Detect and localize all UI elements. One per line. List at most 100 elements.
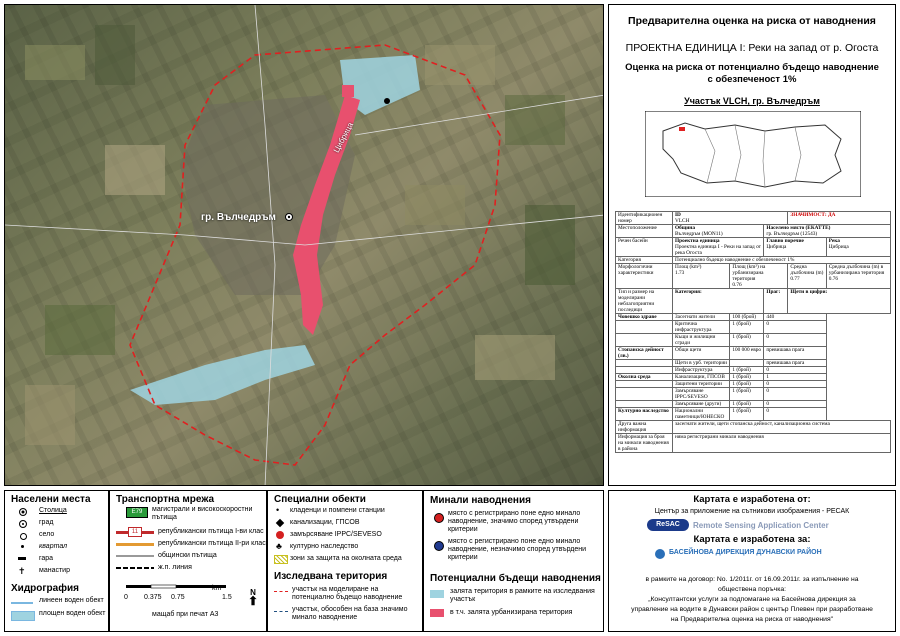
impact-prag <box>729 359 765 367</box>
legend-item: кладенци и помпени станции <box>290 507 385 514</box>
credit-line6: на Предварителна оценка на риска от наво… <box>670 616 834 623</box>
impact-cat: Културно наследство <box>615 407 673 421</box>
past-boundary-swatch <box>274 611 288 612</box>
flood-patch <box>342 85 354 97</box>
legend-item: културно наследство <box>290 543 359 550</box>
locator-marker <box>679 127 685 131</box>
morph-h1: Площ (km²) <box>675 264 702 270</box>
sewage-marker-icon <box>384 98 390 104</box>
special-title: Специални обекти <box>274 494 366 505</box>
category-header: Категория: <box>675 289 702 295</box>
legend-item: общински пътища <box>158 552 217 559</box>
row-label: Морфологични характеристики <box>615 263 673 289</box>
legend-item: място с регистрирано поне едно минало на… <box>448 538 587 561</box>
id-value: VLCH <box>675 218 690 224</box>
impact-val: 0 <box>763 407 827 421</box>
pe-value: Проектна единица I - Реки на запад от ре… <box>675 244 761 256</box>
legend-item: манастир <box>39 567 70 574</box>
threshold-header: Праг: <box>766 289 781 295</box>
impact-cat <box>615 380 673 388</box>
credit-panel: Картата е изработена от: Център за прило… <box>608 490 896 632</box>
scale-tick: 0.375 <box>144 594 162 601</box>
impact-cat <box>615 387 673 401</box>
impact-val: 440 <box>763 313 827 321</box>
impact-row: Замърсяване (други)1 (брой)0 <box>615 400 891 408</box>
impact-val: 0 <box>763 387 827 401</box>
legend-item: залята територия в рамките на изследвани… <box>450 588 595 603</box>
past-insignificant-icon <box>434 541 444 551</box>
legend-item: село <box>39 531 55 538</box>
monastery-icon: ✝ <box>18 566 26 576</box>
legend-title: Населени места <box>11 494 91 505</box>
legend-floods: Минали наводнения място с регистрирано п… <box>423 490 604 632</box>
impact-cat <box>615 333 673 347</box>
e79-badge: E79 <box>126 507 148 518</box>
gp-header: Главно поречие <box>766 238 804 244</box>
legend-item: Столица <box>39 507 67 514</box>
legend-item: квартал <box>39 543 68 550</box>
morph-h3: Средна дълбочина (m) <box>790 264 824 276</box>
municipal-road-swatch <box>116 555 154 557</box>
impact-prag: 1 (брой) <box>729 373 765 381</box>
town-marker-dot <box>287 215 291 219</box>
flooded-area-swatch <box>430 590 444 598</box>
obshtina-value: Вълчедръм (MON11) <box>675 231 723 237</box>
bdrd-logo-icon <box>655 549 665 559</box>
impact-name: Засегнати жители <box>671 313 731 321</box>
model-boundary-swatch <box>274 591 288 592</box>
credit-title1: Картата е изработена от: <box>693 494 811 505</box>
satellite-map[interactable]: гр. Вълчедръм Цибрица <box>4 4 604 486</box>
legend-item: град <box>39 519 54 526</box>
north-label: N <box>250 588 256 597</box>
impact-val: 0 <box>763 333 827 347</box>
legend-item: канализации, ГПСОВ <box>290 519 360 526</box>
morph-h2: Площ (km²) на урбанизирана територия <box>732 264 766 282</box>
impact-cat: Стопанска дейност (лв.) <box>615 346 673 360</box>
id-header: ID <box>675 212 681 218</box>
impact-cat <box>615 320 673 334</box>
impact-prag: 100 000 евро <box>729 346 765 360</box>
damage-header: Щети в цифри: <box>790 289 828 295</box>
transport-title: Транспортна мрежа <box>116 494 215 505</box>
impact-val: 0 <box>763 400 827 408</box>
legend-transport: Транспортна мрежа E79 магистрали и висок… <box>109 490 267 632</box>
pe-header: Проектна единица <box>675 238 720 244</box>
impact-prag: 100 (брой) <box>729 313 765 321</box>
resac-name: Remote Sensing Application Center <box>693 521 829 530</box>
past-floods-value: няма регистрирани минали наводнения <box>672 433 891 453</box>
row-label: Друга важна информация <box>615 420 673 434</box>
legend-settlements: Населени места Столица град село квартал… <box>4 490 109 632</box>
heritage-icon: ♣ <box>276 541 282 551</box>
impact-val: 0 <box>763 380 827 388</box>
mesto-header: Населено място (ЕКАТТЕ) <box>766 225 831 231</box>
scale-bar <box>126 584 226 589</box>
impact-prag: 1 (брой) <box>729 380 765 388</box>
legend-item: участък, обособен на база значимо минало… <box>292 606 408 621</box>
well-icon: • <box>276 505 280 515</box>
subtitle-line1: Оценка на риска от потенциално бъдещо на… <box>625 62 879 73</box>
legend-item: републикански пътища I-ви клас <box>158 528 264 535</box>
credit-line2: в рамките на договор: No. 1/2011г. от 16… <box>645 576 859 583</box>
town-icon <box>19 520 27 528</box>
morph-v3: 0.77 <box>790 276 800 282</box>
flood-zone[interactable] <box>293 95 360 335</box>
impact-val: превишава прага <box>763 359 827 367</box>
panel-title: Предварителна оценка на риска от наводне… <box>628 15 876 27</box>
past-significant-icon <box>434 513 444 523</box>
past-title: Минали наводнения <box>430 495 531 506</box>
impact-cat: Околна среда <box>615 373 673 381</box>
obshtina-header: Община <box>675 225 695 231</box>
impact-cat: Човешко здраве <box>615 313 673 321</box>
morph-v2: 0.76 <box>732 282 742 288</box>
impact-name: Национални паметници/ЮНЕСКО <box>671 407 731 421</box>
subtitle-line2: с обезпеченост 1% <box>707 74 797 85</box>
morph-v4: 0.76 <box>828 276 838 282</box>
